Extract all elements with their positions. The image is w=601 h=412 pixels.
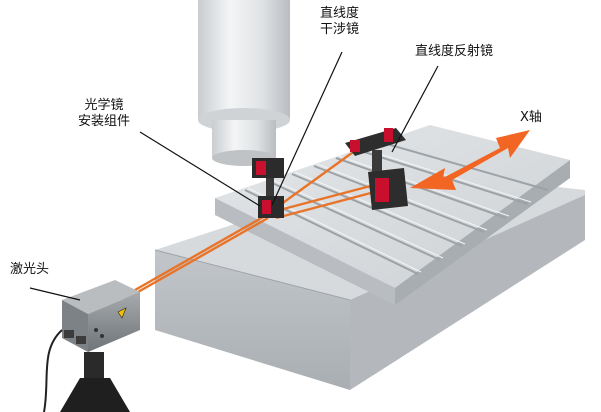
- label-x-axis: X轴: [520, 110, 542, 125]
- x-axis-arrow: [410, 130, 530, 190]
- straightness-interferometer: [252, 158, 284, 218]
- laser-head: [62, 280, 140, 352]
- label-reflector: 直线度反射镜: [415, 44, 494, 59]
- laser-beams: [123, 149, 383, 302]
- label-laser-head: 激光头: [10, 262, 50, 277]
- spindle: [198, 0, 290, 166]
- label-interferometer: 直线度 干涉镜: [320, 6, 360, 37]
- label-optics-assembly: 光学镜 安装组件: [78, 98, 131, 129]
- leader-lines: [29, 51, 439, 301]
- laser-warning-icon: [117, 307, 127, 319]
- straightness-reflector: [345, 128, 408, 210]
- tripod: [43, 329, 130, 412]
